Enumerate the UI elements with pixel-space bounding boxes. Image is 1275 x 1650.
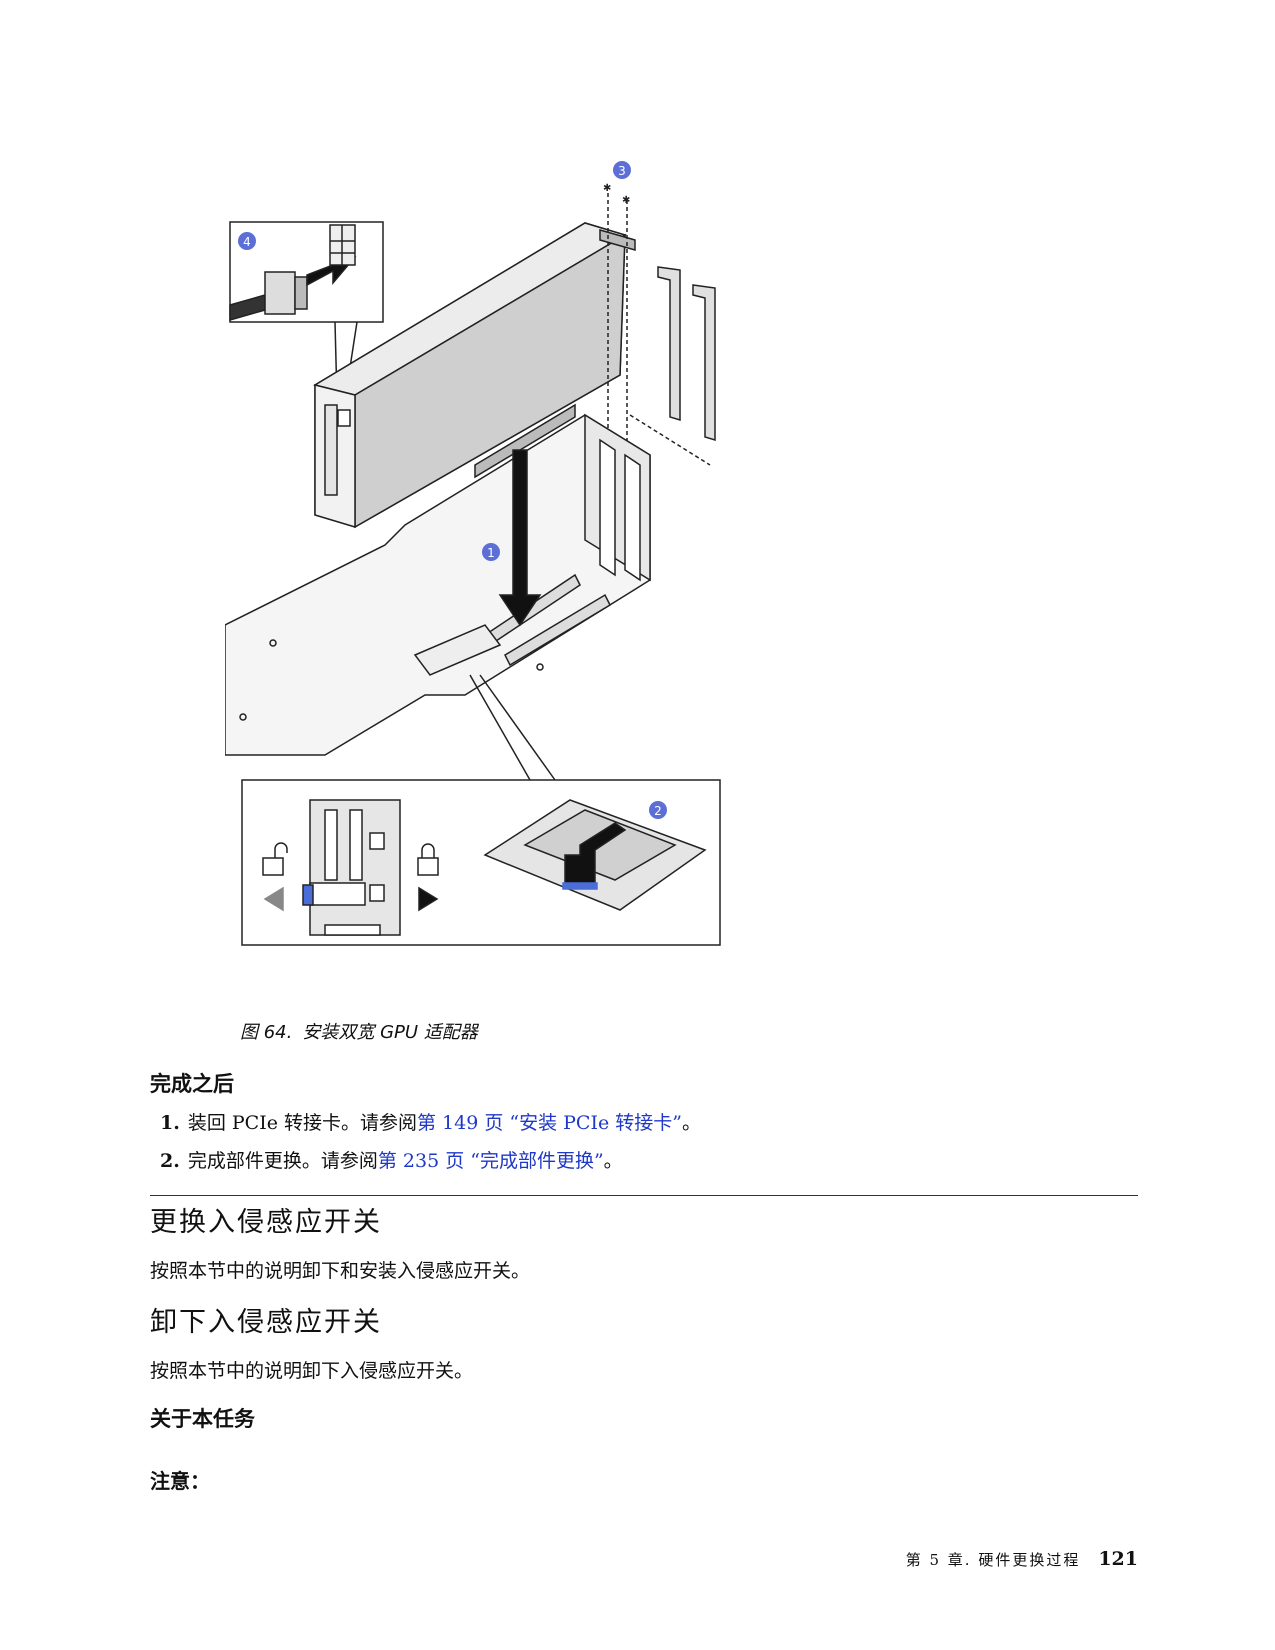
page-footer: 第 5 章. 硬件更换过程 121 bbox=[906, 1548, 1138, 1570]
attention-label: 注意： bbox=[150, 1469, 210, 1493]
section-body-replace: 按照本节中的说明卸下和安装入侵感应开关。 bbox=[150, 1260, 531, 1282]
svg-text:✱: ✱ bbox=[622, 195, 630, 206]
callout-markers: 3 4 1 2 bbox=[238, 161, 667, 819]
about-task-heading: 关于本任务 bbox=[150, 1406, 255, 1431]
callout-4 bbox=[238, 232, 256, 250]
figure-caption: 图 64. 安装双宽 GPU 适配器 bbox=[240, 1018, 488, 1044]
figure-caption-text: 安装双宽 GPU 适配器 bbox=[302, 1022, 478, 1043]
callout-2 bbox=[649, 801, 667, 819]
svg-text:✱: ✱ bbox=[603, 183, 611, 194]
step-link[interactable]: 第 235 页 “完成部件更换” bbox=[377, 1150, 604, 1172]
step-link[interactable]: 第 149 页 “安装 PCIe 转接卡” bbox=[417, 1112, 682, 1134]
section-title-replace: 更换入侵感应开关 bbox=[150, 1207, 382, 1238]
step-end: 。 bbox=[603, 1150, 623, 1172]
step-text: 装回 PCIe 转接卡。请参阅 bbox=[187, 1112, 417, 1134]
step-text: 完成部件更换。请参阅 bbox=[187, 1150, 378, 1172]
figure-caption-number: 图 64. bbox=[240, 1022, 293, 1043]
callout-3 bbox=[613, 161, 631, 179]
step-number: 2. bbox=[160, 1150, 180, 1172]
step-end: 。 bbox=[681, 1112, 701, 1134]
svg-text:4: 4 bbox=[243, 235, 251, 249]
section-divider bbox=[150, 1195, 1138, 1196]
after-step-2: 2. 完成部件更换。请参阅第 235 页 “完成部件更换”。 bbox=[160, 1146, 623, 1173]
step-number: 1. bbox=[160, 1112, 180, 1134]
svg-text:2: 2 bbox=[654, 804, 662, 818]
svg-text:3: 3 bbox=[618, 164, 626, 178]
after-step-1: 1. 装回 PCIe 转接卡。请参阅第 149 页 “安装 PCIe 转接卡”。 bbox=[160, 1108, 701, 1135]
page-number: 121 bbox=[1098, 1548, 1138, 1570]
gpu-install-figure: ✱ ✱ bbox=[225, 155, 755, 995]
section-body-remove: 按照本节中的说明卸下入侵感应开关。 bbox=[150, 1360, 474, 1382]
footer-chapter: 第 5 章. 硬件更换过程 bbox=[905, 1551, 1081, 1569]
svg-text:1: 1 bbox=[487, 546, 495, 560]
callout-1 bbox=[482, 543, 500, 561]
after-heading: 完成之后 bbox=[150, 1071, 234, 1096]
section-title-remove: 卸下入侵感应开关 bbox=[150, 1307, 382, 1338]
